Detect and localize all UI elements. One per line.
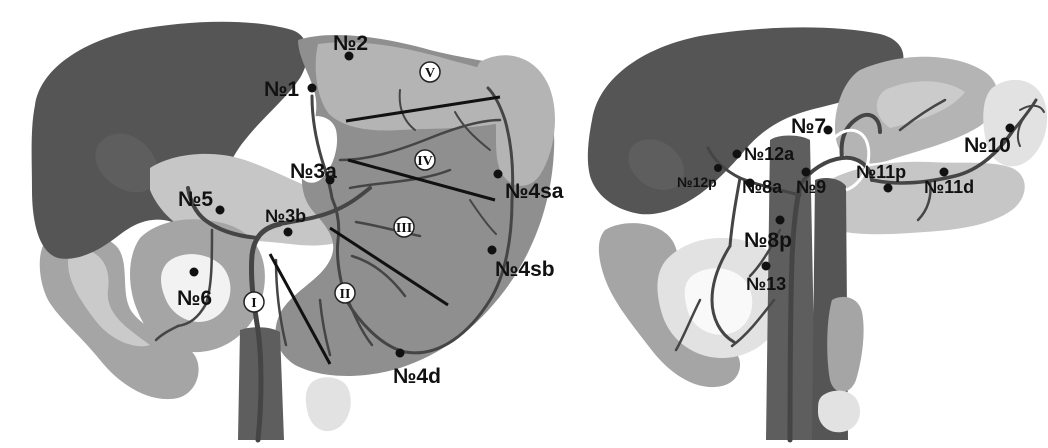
label-n3b: №3b [265, 206, 306, 226]
zone-label-v: V [425, 66, 435, 81]
label-n4d: №4d [393, 365, 441, 388]
label-n1: №1 [264, 78, 299, 101]
label-n9: №9 [796, 177, 826, 197]
label-n4sa: №4sa [505, 180, 564, 203]
node-dot-11p [884, 184, 893, 193]
zone-label-i: I [251, 296, 256, 311]
node-dot-8p [776, 216, 785, 225]
node-dot-12a [733, 150, 742, 159]
zone-label-iv: IV [417, 154, 433, 169]
label-n3a: №3a [290, 160, 337, 183]
zone-marker-iv: IV [415, 150, 435, 170]
zone-label-ii: II [340, 287, 351, 302]
label-n13: №13 [746, 274, 786, 294]
label-n11d: №11d [924, 177, 974, 197]
zone-label-iii: III [396, 221, 412, 236]
zone-marker-ii: II [335, 283, 355, 303]
label-n6: №6 [177, 287, 212, 310]
node-dot-11d [940, 168, 949, 177]
node-dot-10 [1006, 124, 1015, 133]
left-panel: I II III IV V [32, 22, 564, 440]
left-jejunum [306, 377, 351, 431]
node-dot-6 [190, 268, 199, 277]
label-n7: №7 [791, 115, 826, 138]
zone-marker-i: I [244, 292, 264, 312]
label-n2: №2 [333, 32, 368, 55]
label-n5: №5 [178, 188, 213, 211]
node-dot-13 [762, 262, 771, 271]
label-n11p: №11p [856, 162, 906, 182]
label-n12p: №12p [677, 174, 717, 190]
node-dot-1 [308, 84, 317, 93]
right-kidney [827, 297, 863, 392]
zone-marker-iii: III [394, 217, 414, 237]
node-dot-3b [284, 228, 293, 237]
node-dot-12p [714, 164, 722, 172]
zone-marker-v: V [420, 62, 440, 82]
label-n8a: №8a [742, 177, 783, 197]
node-dot-4sa [494, 170, 503, 179]
label-n8p: №8p [744, 229, 792, 252]
right-pancreas [823, 162, 1025, 235]
node-dot-5 [216, 206, 225, 215]
right-jejunum [818, 391, 860, 433]
node-dot-9 [802, 168, 811, 177]
label-n12a: №12a [744, 144, 795, 164]
node-dot-4d [396, 349, 405, 358]
label-n10: №10 [964, 134, 1011, 157]
label-n4sb: №4sb [495, 258, 555, 281]
right-panel: №7 №12a №12p №8a №9 №8p №13 №11p №11d №1… [588, 27, 1047, 440]
node-dot-4sb [488, 246, 497, 255]
